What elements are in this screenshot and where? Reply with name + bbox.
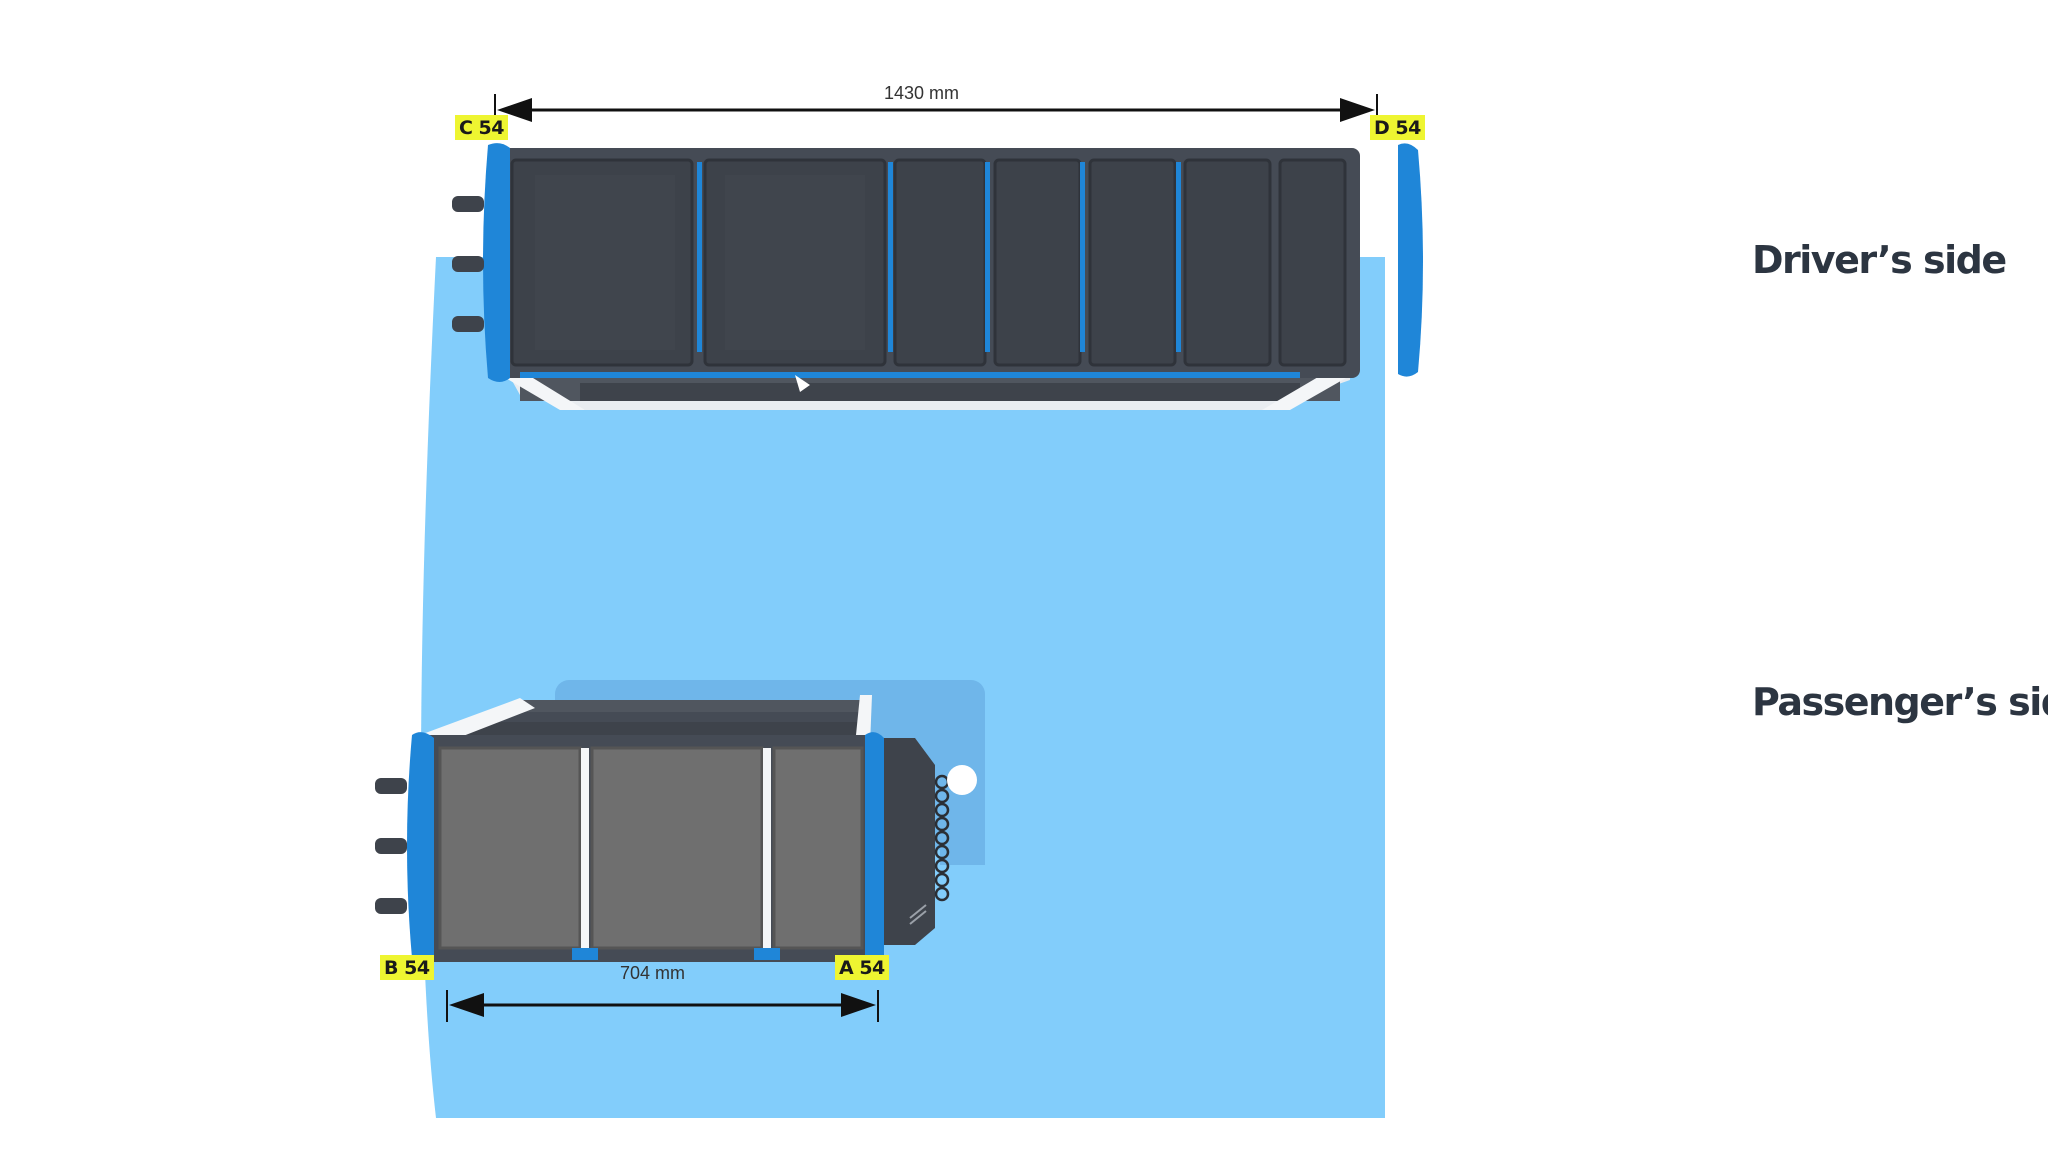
panel-divider [581, 748, 589, 953]
module-handle [452, 316, 484, 332]
drivers-side-module [452, 143, 1423, 410]
module-handle [375, 838, 407, 854]
divider-clip [697, 162, 702, 352]
latch-marker [795, 375, 810, 392]
dimension-arrow-left [497, 98, 532, 122]
bin-compartment-inner [535, 175, 675, 350]
storage-panel [772, 746, 864, 950]
storage-panel [438, 746, 582, 950]
hinge-coils [934, 774, 950, 902]
module-lower-blue-strip [520, 372, 1300, 378]
module-end-cap-left [407, 732, 434, 963]
corner-tag-b: B 54 [380, 955, 434, 980]
module-handle [375, 778, 407, 794]
dimension-arrow-right [841, 993, 876, 1017]
bin-compartment [993, 158, 1082, 367]
mounting-hole [947, 765, 977, 795]
drivers-side-label: Driver’s side [1752, 238, 2007, 282]
corner-tag-a: A 54 [835, 955, 889, 980]
dimension-arrow-left [449, 993, 484, 1017]
module-handle [452, 196, 484, 212]
module-end-cap-right [865, 732, 884, 963]
bin-compartment [1183, 158, 1272, 367]
panel-foot [754, 948, 780, 960]
module-nose-block [884, 738, 935, 945]
dimension-arrow-right [1340, 98, 1375, 122]
bin-compartment [1278, 158, 1347, 367]
corner-tag-c: C 54 [455, 115, 508, 140]
dimension-line-bottom [446, 990, 879, 1022]
module-end-cap-left [483, 143, 510, 382]
corner-gusset [1262, 370, 1360, 410]
passengers-side-label: Passenger’s side [1752, 680, 2048, 724]
dimension-label-top: 1430 mm [884, 83, 960, 103]
corner-gusset [420, 698, 535, 745]
passengers-side-module [375, 695, 977, 963]
dimension-label-bottom: 704 mm [620, 963, 686, 983]
corner-tag-d: D 54 [1370, 115, 1425, 140]
module-handle [375, 898, 407, 914]
panel-foot [572, 948, 598, 960]
nose-vent [909, 910, 927, 925]
divider-clip [985, 162, 990, 352]
panel-divider [763, 748, 771, 953]
corner-gusset [855, 695, 872, 745]
divider-clip [888, 162, 893, 352]
corner-gusset [492, 370, 585, 410]
bin-compartment [893, 158, 987, 367]
divider-clip [1176, 162, 1181, 352]
nose-vent [909, 904, 927, 919]
module-handle [452, 256, 484, 272]
module-end-cap-right [1398, 143, 1423, 377]
divider-clip [1080, 162, 1085, 352]
module-lower-rail-inner [580, 383, 1300, 401]
bin-compartment [1088, 158, 1177, 367]
storage-panel [590, 746, 764, 950]
bin-compartment-inner [725, 175, 865, 350]
